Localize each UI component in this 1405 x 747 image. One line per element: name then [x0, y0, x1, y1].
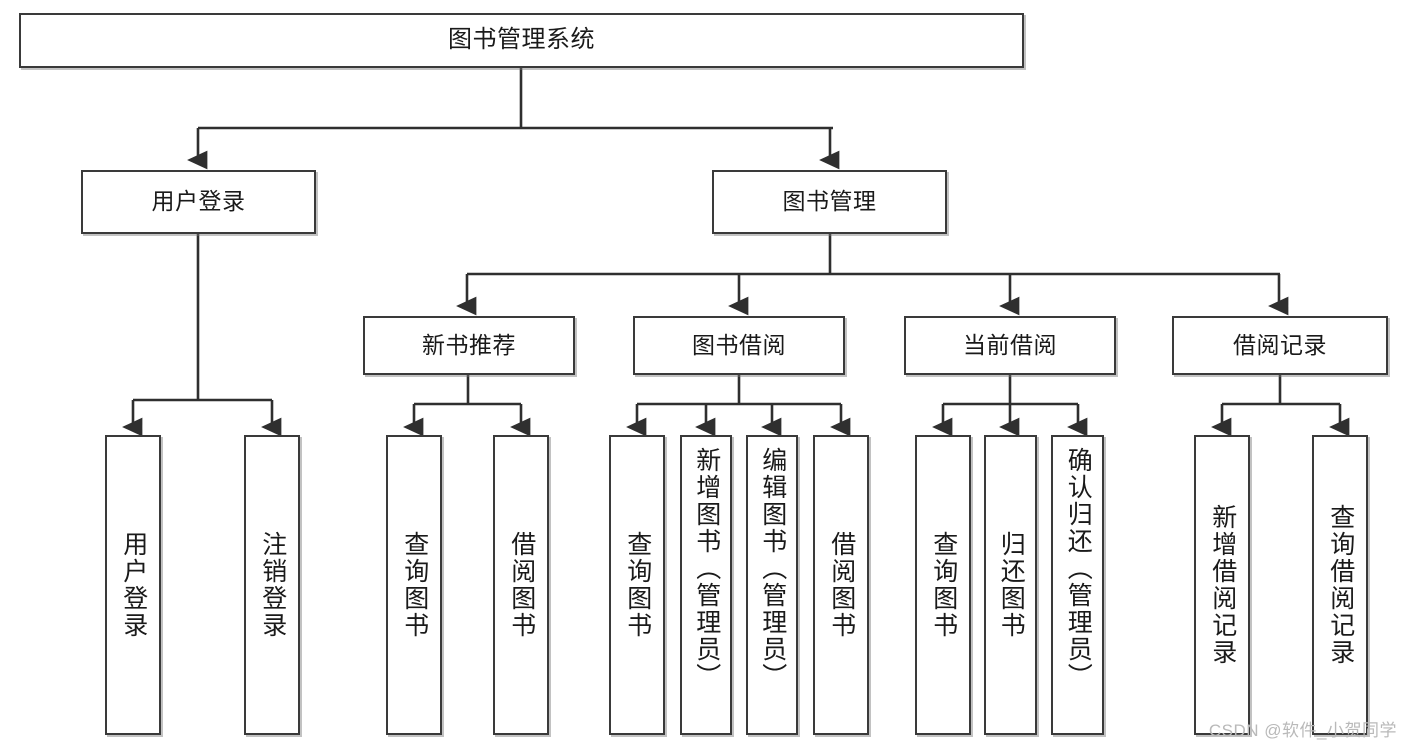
node-book-management[interactable]: 图书管理: [712, 170, 947, 234]
node-book-borrow[interactable]: 图书借阅: [633, 316, 845, 375]
leaf-borrow-record-add-label: 新增借阅记录: [1208, 504, 1237, 666]
leaf-book-borrow-query-label: 查询图书: [623, 531, 652, 639]
leaf-user-login-signin[interactable]: 用户登录: [105, 435, 161, 735]
node-user-login-label: 用户登录: [151, 188, 246, 215]
leaf-user-login-signout-label: 注销登录: [258, 531, 287, 639]
node-current-borrow-label: 当前借阅: [963, 331, 1057, 358]
leaf-user-login-signin-label: 用户登录: [119, 531, 148, 639]
leaf-current-borrow-query[interactable]: 查询图书: [915, 435, 971, 735]
leaf-book-borrow-add[interactable]: 新增图书（管理员）: [680, 435, 732, 735]
leaf-book-borrow-lend-label: 借阅图书: [827, 531, 856, 639]
leaf-borrow-record-query[interactable]: 查询借阅记录: [1312, 435, 1368, 735]
node-user-login[interactable]: 用户登录: [81, 170, 316, 234]
leaf-book-borrow-add-label: 新增图书（管理员）: [692, 447, 721, 690]
leaf-book-borrow-query[interactable]: 查询图书: [609, 435, 665, 735]
leaf-current-borrow-return[interactable]: 归还图书: [984, 435, 1037, 735]
node-root[interactable]: 图书管理系统: [19, 13, 1024, 68]
leaf-new-book-borrow-label: 借阅图书: [507, 531, 536, 639]
leaf-new-book-query-label: 查询图书: [400, 531, 429, 639]
leaf-new-book-borrow[interactable]: 借阅图书: [493, 435, 549, 735]
leaf-new-book-query[interactable]: 查询图书: [386, 435, 442, 735]
node-root-label: 图书管理系统: [448, 26, 595, 54]
node-current-borrow[interactable]: 当前借阅: [904, 316, 1116, 375]
leaf-current-borrow-confirm-label: 确认归还（管理员）: [1064, 447, 1093, 690]
leaf-borrow-record-add[interactable]: 新增借阅记录: [1194, 435, 1250, 735]
leaf-user-login-signout[interactable]: 注销登录: [244, 435, 300, 735]
leaf-book-borrow-edit[interactable]: 编辑图书（管理员）: [746, 435, 798, 735]
leaf-book-borrow-edit-label: 编辑图书（管理员）: [758, 447, 787, 690]
leaf-current-borrow-confirm[interactable]: 确认归还（管理员）: [1051, 435, 1104, 735]
node-borrow-record[interactable]: 借阅记录: [1172, 316, 1388, 375]
node-book-borrow-label: 图书借阅: [692, 331, 786, 358]
leaf-current-borrow-query-label: 查询图书: [929, 531, 958, 639]
node-book-management-label: 图书管理: [782, 188, 877, 215]
leaf-borrow-record-query-label: 查询借阅记录: [1326, 504, 1355, 666]
leaf-book-borrow-lend[interactable]: 借阅图书: [813, 435, 869, 735]
node-new-book-recommend[interactable]: 新书推荐: [363, 316, 575, 375]
watermark: CSDN @软件_小贺同学: [1208, 721, 1397, 740]
node-new-book-recommend-label: 新书推荐: [422, 331, 516, 358]
node-borrow-record-label: 借阅记录: [1233, 331, 1327, 358]
leaf-current-borrow-return-label: 归还图书: [997, 531, 1026, 639]
